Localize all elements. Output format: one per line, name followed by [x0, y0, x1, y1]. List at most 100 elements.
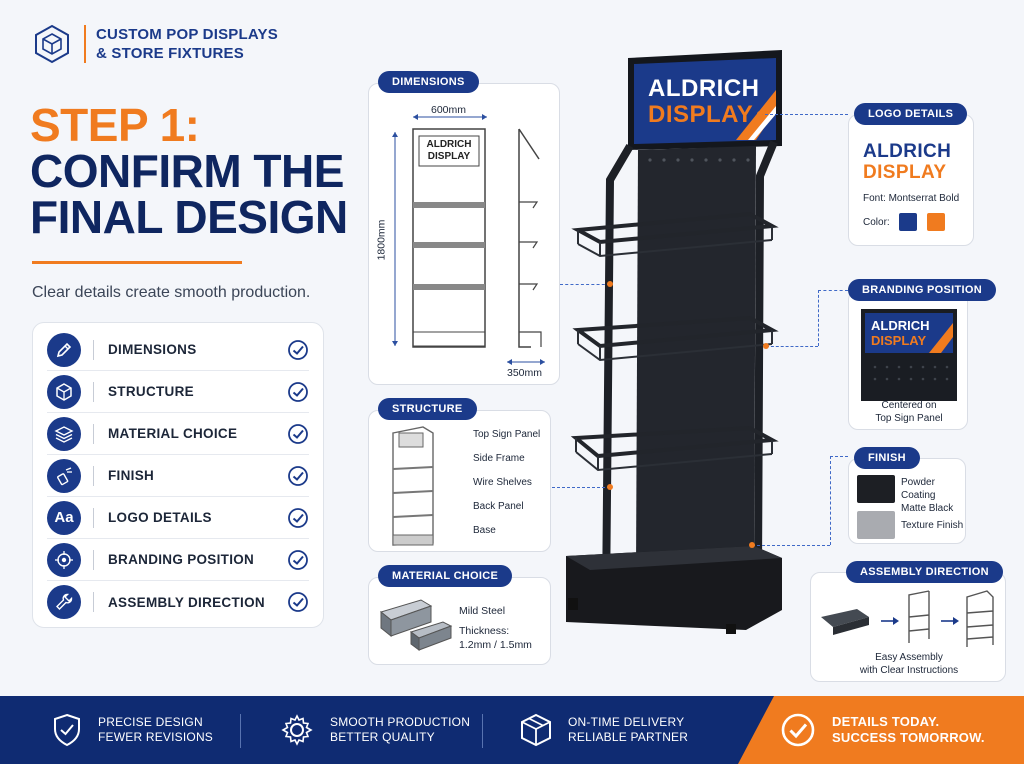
leader-line	[552, 487, 610, 488]
dim-height-label: 1800mm	[375, 219, 388, 261]
checklist: DIMENSIONS STRUCTURE MATERIAL CHOICE FIN…	[32, 322, 324, 628]
part-label: Side Frame	[473, 453, 525, 464]
step-label: STEP 1:	[30, 99, 200, 151]
wrench-icon	[47, 585, 81, 619]
part-label: Base	[473, 525, 496, 536]
layers-icon	[47, 416, 81, 451]
display-sign-text: ALDRICH DISPLAY	[648, 75, 760, 128]
color-swatch-navy	[899, 213, 917, 231]
structure-drawing	[392, 426, 434, 546]
material-thickness-label: Thickness:	[459, 625, 510, 637]
logo-font: Font: Montserrat Bold	[863, 193, 960, 204]
dimensions-drawing	[392, 114, 545, 365]
pencil-icon	[47, 332, 81, 367]
leader-line	[752, 545, 830, 546]
finish-tag: FINISH	[854, 447, 920, 469]
brand-name: CUSTOM POP DISPLAYS & STORE FIXTURES	[96, 26, 278, 62]
leader-dot	[607, 484, 613, 490]
material-card: Mild Steel Thickness: 1.2mm / 1.5mm	[368, 577, 551, 665]
check-circle-icon	[288, 423, 308, 444]
leader-line	[818, 290, 848, 291]
assembly-direction-tag: ASSEMBLY DIRECTION	[846, 561, 1003, 583]
finish-swatch-texture	[857, 511, 895, 539]
leader-line	[766, 346, 818, 347]
checklist-label: FINISH	[108, 468, 155, 483]
display-stand-illustration	[566, 50, 782, 634]
part-label: Wire Shelves	[473, 477, 532, 488]
gear-icon	[281, 714, 313, 746]
part-label: Top Sign Panel	[473, 429, 541, 440]
checklist-label: LOGO DETAILS	[108, 510, 212, 525]
leader-line	[830, 456, 831, 545]
footer-cta: DETAILS TODAY.SUCCESS TOMORROW.	[780, 700, 985, 760]
color-swatch-orange	[927, 213, 945, 231]
page-title: STEP 1: CONFIRM THE FINAL DESIGN	[30, 102, 348, 240]
brand-header: CUSTOM POP DISPLAYS & STORE FIXTURES	[32, 24, 278, 64]
leader-line	[760, 114, 848, 115]
leader-line	[830, 456, 848, 457]
leader-dot	[757, 111, 763, 117]
checklist-item-logo: Aa LOGO DETAILS	[47, 497, 309, 539]
dim-width-label: 600mm	[431, 104, 467, 116]
check-circle-icon	[288, 339, 308, 360]
checklist-item-structure: STRUCTURE	[47, 371, 309, 413]
material-thickness: 1.2mm / 1.5mm	[459, 639, 532, 651]
checklist-item-material: MATERIAL CHOICE	[47, 413, 309, 455]
material-tag: MATERIAL CHOICE	[378, 565, 513, 587]
structure-parts: Top Sign Panel Side Frame Wire Shelves B…	[473, 429, 540, 549]
subtitle: Clear details create smooth production.	[32, 284, 311, 301]
structure-tag: STRUCTURE	[378, 398, 477, 420]
checklist-item-branding: BRANDING POSITION	[47, 539, 309, 581]
leader-dot	[749, 542, 755, 548]
finish-option-2: Texture Finish	[901, 520, 964, 531]
title-line-1: CONFIRM THE	[30, 145, 344, 197]
checklist-label: STRUCTURE	[108, 384, 194, 399]
cube-logo-icon	[35, 24, 69, 64]
check-circle-icon	[288, 592, 308, 612]
steel-tubes-icon	[379, 599, 453, 651]
structure-card: Top Sign Panel Side Frame Wire Shelves B…	[368, 410, 551, 552]
leader-dot	[763, 343, 769, 349]
checklist-label: ASSEMBLY DIRECTION	[108, 594, 265, 610]
checklist-label: DIMENSIONS	[108, 342, 197, 357]
title-line-2: FINAL DESIGN	[30, 191, 348, 243]
dimensions-tag: DIMENSIONS	[378, 71, 479, 93]
checklist-label: BRANDING POSITION	[108, 552, 255, 567]
checklist-item-dimensions: DIMENSIONS	[47, 329, 309, 371]
logo-color-label: Color:	[863, 217, 890, 228]
shield-check-icon	[54, 713, 80, 747]
leader-line	[560, 284, 610, 285]
branding-position-tag: BRANDING POSITION	[848, 279, 996, 301]
check-circle-icon	[288, 507, 308, 528]
footer-divider	[240, 714, 241, 748]
brand-divider	[84, 25, 86, 63]
footer-cta-text: DETAILS TODAY.SUCCESS TOMORROW.	[832, 714, 985, 745]
target-icon	[47, 542, 81, 577]
check-circle-icon	[781, 713, 815, 747]
checklist-label: MATERIAL CHOICE	[108, 426, 238, 441]
finish-swatch-black	[857, 475, 895, 503]
cube-icon	[47, 374, 81, 409]
logo-details-tag: LOGO DETAILS	[854, 103, 968, 125]
checklist-item-finish: FINISH	[47, 455, 309, 497]
assembly-steps-illustration	[821, 590, 994, 647]
footer-cta-bg	[738, 696, 1024, 764]
part-label: Back Panel	[473, 501, 524, 512]
check-circle-icon	[288, 465, 308, 486]
